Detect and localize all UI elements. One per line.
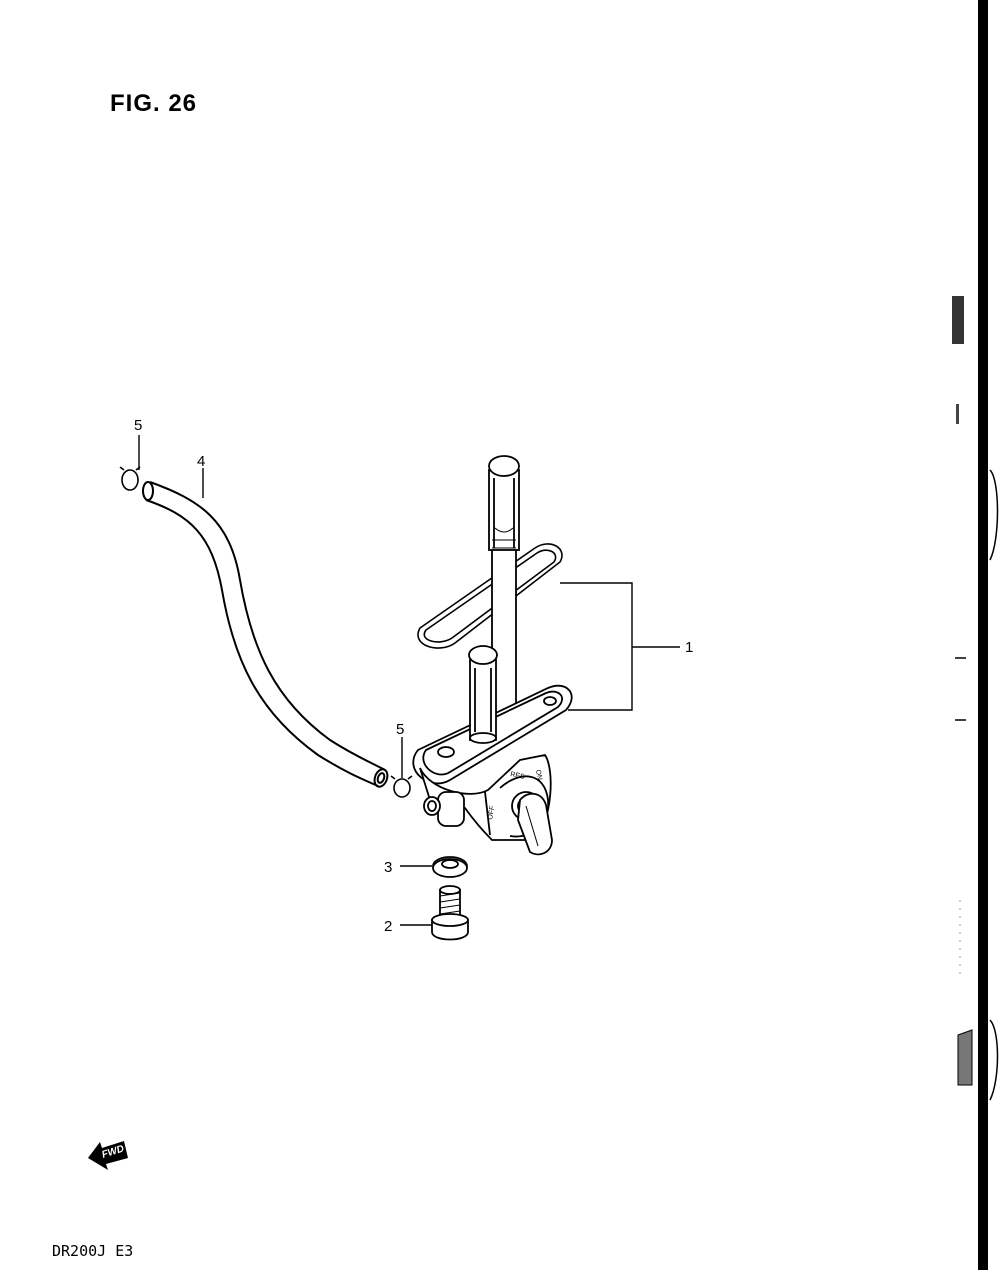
valve-label-on: ON xyxy=(534,769,543,781)
valve-label-off: OFF xyxy=(487,805,496,820)
figure-title: FIG. 26 xyxy=(110,90,198,117)
hose-clamp-top xyxy=(119,466,141,491)
callout-5-bottom: 5 xyxy=(396,721,404,738)
valve-lever xyxy=(517,792,553,856)
callout-2: 2 xyxy=(384,918,392,935)
fuel-hose xyxy=(142,481,389,788)
leader-lines xyxy=(138,435,680,926)
o-ring-gasket xyxy=(417,543,563,649)
model-code: DR200J E3 xyxy=(52,1242,134,1260)
valve-label-res: RES xyxy=(510,771,526,781)
callout-1: 1 xyxy=(685,639,693,656)
fwd-arrow-icon: FWD xyxy=(88,1141,128,1170)
screw xyxy=(431,885,469,941)
callout-4: 4 xyxy=(197,453,205,470)
reserve-pickup-tube xyxy=(468,645,498,744)
washer xyxy=(432,856,468,878)
page-edge-binding xyxy=(952,0,999,1270)
hose-clamp-bottom xyxy=(390,775,413,798)
callout-3: 3 xyxy=(384,859,392,876)
callout-5-top: 5 xyxy=(134,417,142,434)
